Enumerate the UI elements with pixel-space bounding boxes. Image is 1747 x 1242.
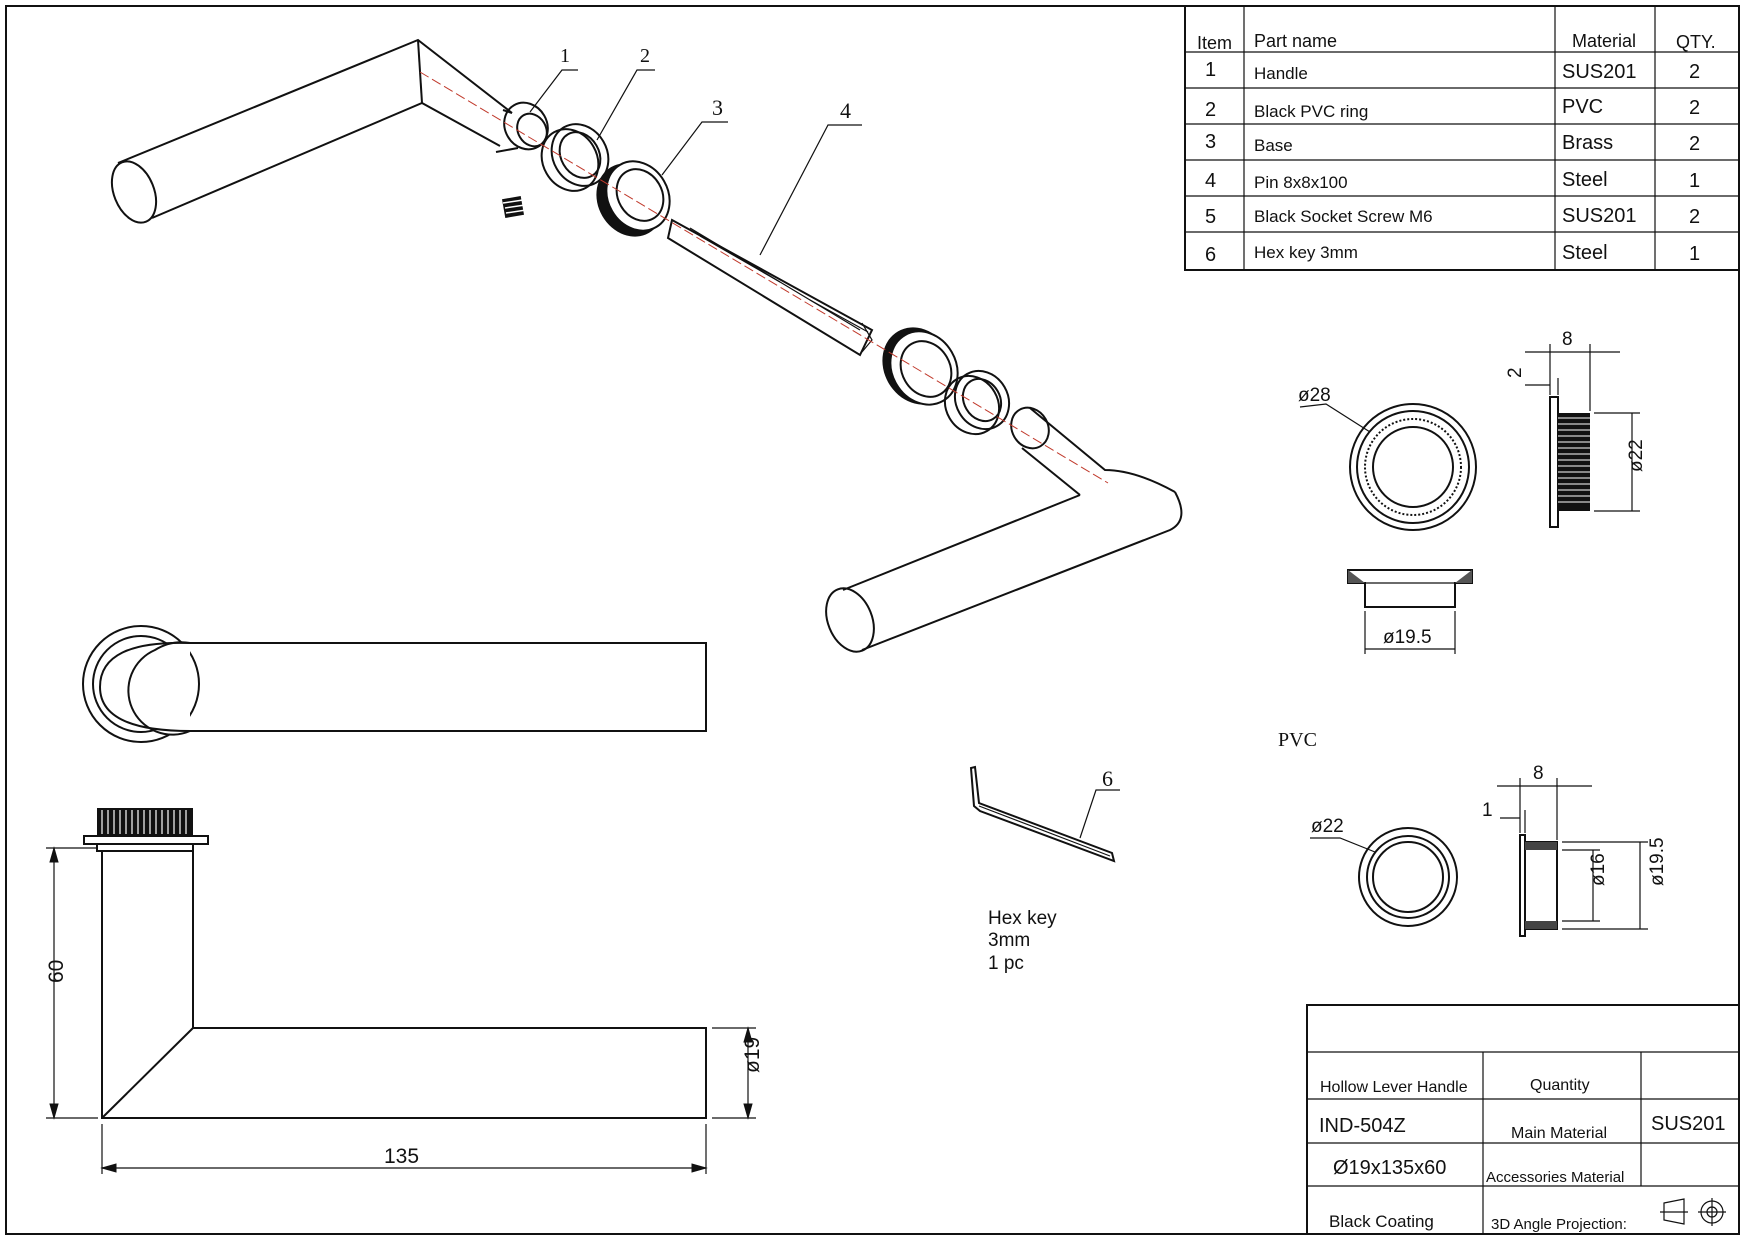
bom-row-4-part: Pin 8x8x100	[1254, 173, 1348, 192]
title-quantity-label: Quantity	[1530, 1077, 1590, 1094]
socket-screw	[501, 195, 527, 219]
pvc-detail: PVC ø22 8 1 ø16 ø19.5	[1278, 729, 1668, 937]
title-size: Ø19x135x60	[1333, 1157, 1446, 1179]
hex-key-line1: Hex key	[988, 908, 1057, 929]
dim-diameter: ø19	[741, 1037, 764, 1073]
pvc-dia-outer: ø22	[1311, 816, 1344, 837]
bom-row-5-material: SUS201	[1562, 205, 1637, 227]
callout-2: 2	[596, 45, 655, 141]
sheet-border	[5, 5, 1740, 1235]
upper-handle	[110, 38, 549, 224]
assembly-axis	[419, 71, 1109, 484]
callout-2-label: 2	[640, 45, 650, 67]
bom-row-4-material: Steel	[1562, 169, 1608, 191]
bom-row-4-item: 4	[1205, 170, 1216, 192]
title-main-material: SUS201	[1651, 1113, 1726, 1135]
exploded-view: 1 2 3 4	[110, 38, 1183, 653]
base-dia-inner: ø19.5	[1383, 627, 1432, 648]
bom-row-3-part: Base	[1254, 136, 1293, 155]
bom-table: Item Part name Material QTY. 1 Handle SU…	[1184, 5, 1740, 271]
bom-row-2-part: Black PVC ring	[1254, 102, 1368, 121]
side-view: 60 135 ø19	[45, 808, 764, 1174]
base-lower	[882, 327, 959, 406]
bom-row-2-item: 2	[1205, 99, 1216, 121]
base-flange: 2	[1505, 367, 1526, 378]
pvc-dia-inner: ø16	[1588, 853, 1609, 886]
bom-row-2-material: PVC	[1562, 96, 1603, 118]
callout-3: 3	[661, 95, 728, 176]
bom-row-3-qty: 2	[1689, 133, 1700, 155]
bom-row-6-item: 6	[1205, 244, 1216, 266]
bom-row-2-qty: 2	[1689, 97, 1700, 119]
lower-handle	[825, 406, 1183, 653]
title-accessories-label: Accessories Material	[1486, 1169, 1624, 1186]
pvc-width: 8	[1533, 763, 1544, 784]
pvc-dia-flange: ø19.5	[1647, 837, 1668, 886]
bom-row-5-qty: 2	[1689, 206, 1700, 228]
pvc-ring-lower	[943, 369, 1011, 436]
title-main-material-label: Main Material	[1511, 1125, 1607, 1142]
bom-header-item: Item	[1197, 33, 1232, 53]
callout-3-label: 3	[712, 95, 723, 120]
bom-row-3-material: Brass	[1562, 132, 1613, 154]
hex-key-line2: 3mm	[988, 930, 1030, 951]
base-upper	[596, 160, 671, 237]
bom-row-1-item: 1	[1205, 59, 1216, 81]
bom-row-6-material: Steel	[1562, 242, 1608, 264]
callout-1-label: 1	[560, 45, 570, 67]
callout-4-label: 4	[840, 98, 851, 123]
pvc-flange: 1	[1482, 800, 1493, 821]
title-model: IND-504Z	[1319, 1115, 1406, 1137]
bom-header-material: Material	[1572, 31, 1636, 51]
pin	[666, 218, 874, 357]
title-block: Hollow Lever Handle Quantity IND-504Z Ma…	[1306, 1004, 1740, 1235]
projection-symbol-icon	[1660, 1198, 1726, 1226]
bom-header-qty: QTY.	[1676, 32, 1716, 52]
bom-row-3-item: 3	[1205, 131, 1216, 153]
base-dia-knurl: ø22	[1626, 439, 1647, 472]
bom-row-5-part: Black Socket Screw M6	[1254, 207, 1433, 226]
base-detail: ø28 8 2 ø22	[1298, 329, 1647, 654]
bom-row-4-qty: 1	[1689, 170, 1700, 192]
pvc-ring-upper	[540, 123, 610, 192]
hex-key-line3: 1 pc	[988, 953, 1024, 974]
callout-6-label: 6	[1102, 766, 1113, 791]
base-dia-outer: ø28	[1298, 385, 1331, 406]
bom-row-5-item: 5	[1205, 206, 1216, 228]
dim-length: 135	[384, 1145, 419, 1168]
pvc-title: PVC	[1278, 729, 1317, 751]
dim-height: 60	[45, 960, 68, 983]
title-finish: Black Coating	[1329, 1212, 1434, 1231]
title-projection-label: 3D Angle Projection:	[1491, 1216, 1627, 1233]
bom-row-1-qty: 2	[1689, 61, 1700, 83]
bom-row-6-part: Hex key 3mm	[1254, 243, 1358, 262]
top-view	[82, 625, 707, 743]
bom-row-6-qty: 1	[1689, 243, 1700, 265]
bom-row-1-material: SUS201	[1562, 61, 1637, 83]
base-width: 8	[1562, 329, 1573, 350]
hex-key: 6 Hex key 3mm 1 pc	[969, 765, 1120, 974]
callout-1: 1	[529, 45, 578, 113]
title-product-name: Hollow Lever Handle	[1320, 1079, 1468, 1096]
bom-header-part-name: Part name	[1254, 31, 1337, 51]
callout-4: 4	[759, 98, 862, 256]
bom-row-1-part: Handle	[1254, 64, 1308, 83]
